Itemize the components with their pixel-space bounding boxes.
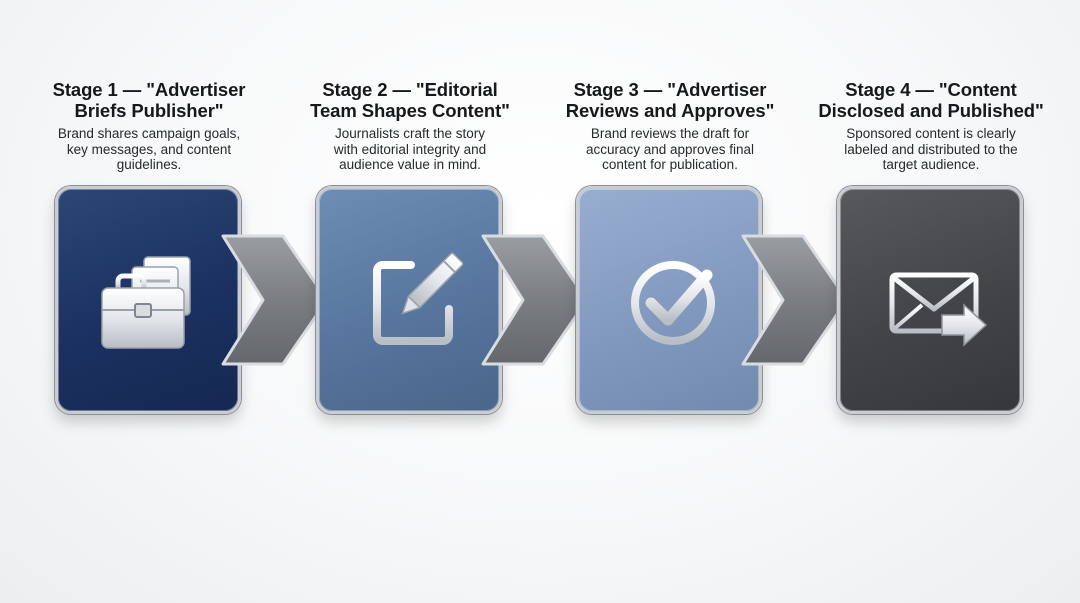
stage-3-desc-line-1: Brand reviews the draft for <box>590 126 750 141</box>
stage-4-title-line-2: Disclosed and Published" <box>818 100 1044 121</box>
stage-1-desc-line-2: key messages, and content <box>66 141 232 157</box>
stage-1-desc-line-3: guidelines. <box>116 157 182 172</box>
stage-2-desc-line-3: audience value in mind. <box>339 157 481 172</box>
stage-1-title-line-1: Stage 1 — "Advertiser <box>52 79 246 100</box>
stage-4-title: Stage 4 — "Content Disclosed and Publish… <box>806 79 1056 121</box>
stage-2-title-line-1: Stage 2 — "Editorial <box>322 79 498 100</box>
stage-4-description: Sponsored content is clearly labeled and… <box>814 126 1048 173</box>
pencil-square-icon <box>373 252 464 345</box>
arrow-1 <box>221 234 329 366</box>
stage-2-desc-line-1: Journalists craft the story <box>334 126 486 141</box>
arrow-3 <box>741 234 849 366</box>
stage-2-desc-line-2: with editorial integrity and <box>333 141 487 157</box>
stage-3-description: Brand reviews the draft for accuracy and… <box>553 126 787 173</box>
stage-3-title-line-2: Reviews and Approves" <box>565 100 775 121</box>
stage-2-title: Stage 2 — "Editorial Team Shapes Content… <box>285 79 535 121</box>
stage-4-desc-line-1: Sponsored content is clearly <box>846 126 1016 141</box>
envelope-send-icon <box>889 272 988 347</box>
stage-4-desc-line-3: target audience. <box>882 157 980 172</box>
arrow-2 <box>481 234 589 366</box>
stage-1-description: Brand shares campaign goals, key message… <box>32 126 266 173</box>
stage-3-title: Stage 3 — "Advertiser Reviews and Approv… <box>545 79 795 121</box>
stage-1-desc-line-1: Brand shares campaign goals, <box>57 126 241 141</box>
stage-4-desc-line-2: labeled and distributed to the <box>844 141 1018 157</box>
stage-2-card <box>316 186 502 414</box>
stage-4-title-line-1: Stage 4 — "Content <box>845 79 1017 100</box>
stage-3-desc-line-3: content for publication. <box>602 157 738 172</box>
stage-1-card <box>55 186 241 414</box>
stage-3-title-line-1: Stage 3 — "Advertiser <box>573 79 767 100</box>
stage-4-card <box>837 186 1023 414</box>
stage-3-desc-line-2: accuracy and approves final <box>585 141 755 157</box>
stage-2-description: Journalists craft the story with editori… <box>293 126 527 173</box>
stage-1-title: Stage 1 — "Advertiser Briefs Publisher" <box>24 79 274 121</box>
stage-2-title-line-2: Team Shapes Content" <box>310 100 510 121</box>
stage-3-card <box>576 186 762 414</box>
stage-1-title-line-2: Briefs Publisher" <box>74 100 224 121</box>
checkmark-circle-icon <box>631 261 715 345</box>
briefcase-documents-icon <box>101 256 191 349</box>
